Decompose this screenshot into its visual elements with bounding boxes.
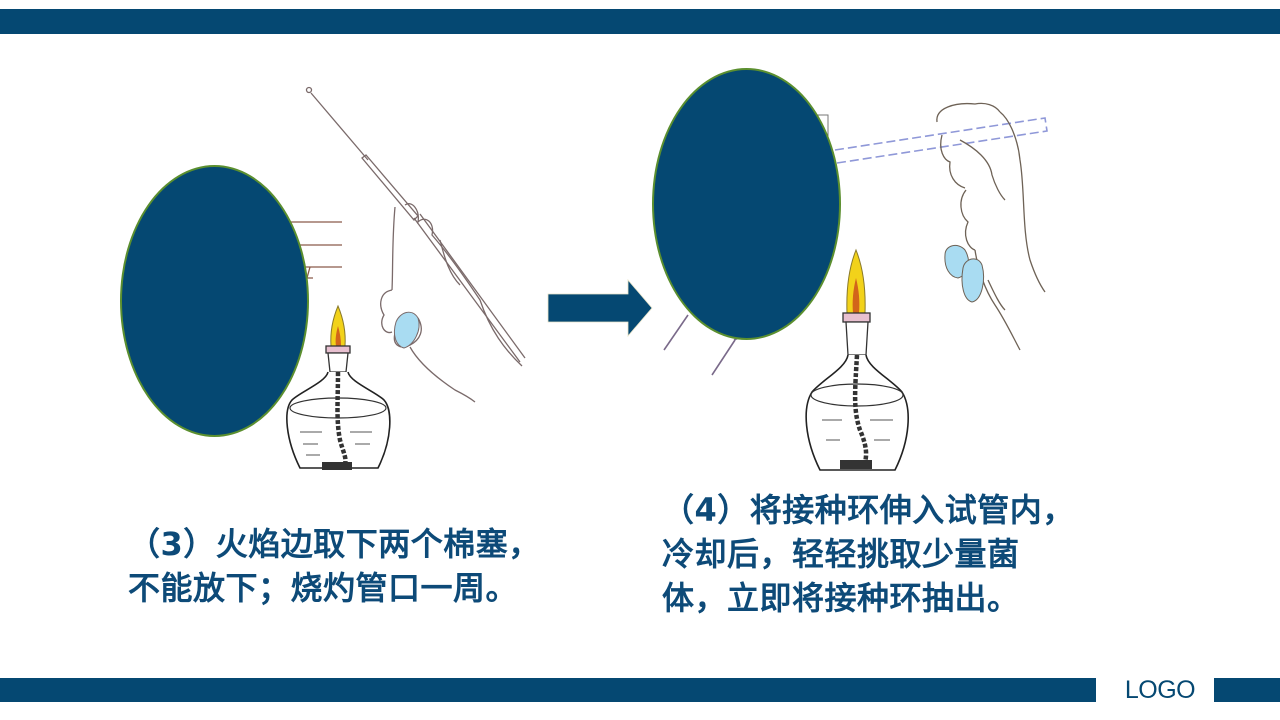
footer-bar-right [1214, 678, 1280, 702]
right-hand-icon [936, 102, 1046, 351]
logo: LOGO [1124, 676, 1196, 704]
left-alcohol-lamp-icon [286, 304, 391, 470]
left-hand-loop-icon [305, 86, 526, 403]
step-4-caption: （4）将接种环伸入试管内， 冷却后，轻轻挑取少量菌 体，立即将接种环抽出。 [662, 488, 1142, 620]
step-4-caption-line: （4）将接种环伸入试管内， [662, 491, 1075, 529]
step-3-caption-line: （3）火焰边取下两个棉塞， [128, 525, 541, 563]
step-4-caption-line: 冷却后，轻轻挑取少量菌 [662, 535, 1020, 573]
left-finger-glove-icon [393, 311, 420, 349]
left-placeholder-ellipse [120, 165, 309, 437]
right-alcohol-lamp-icon [805, 248, 909, 471]
footer-bar-left [0, 678, 1096, 702]
step-4-caption-line: 体，立即将接种环抽出。 [662, 579, 1020, 617]
right-placeholder-ellipse [652, 68, 841, 340]
right-test-tube-icon [817, 114, 1048, 164]
step-3-caption-line: 不能放下；烧灼管口一周。 [128, 569, 519, 607]
right-arrow-icon [547, 278, 653, 338]
top-header-bar [0, 9, 1280, 34]
step-3-caption: （3）火焰边取下两个棉塞， 不能放下；烧灼管口一周。 [128, 522, 598, 610]
